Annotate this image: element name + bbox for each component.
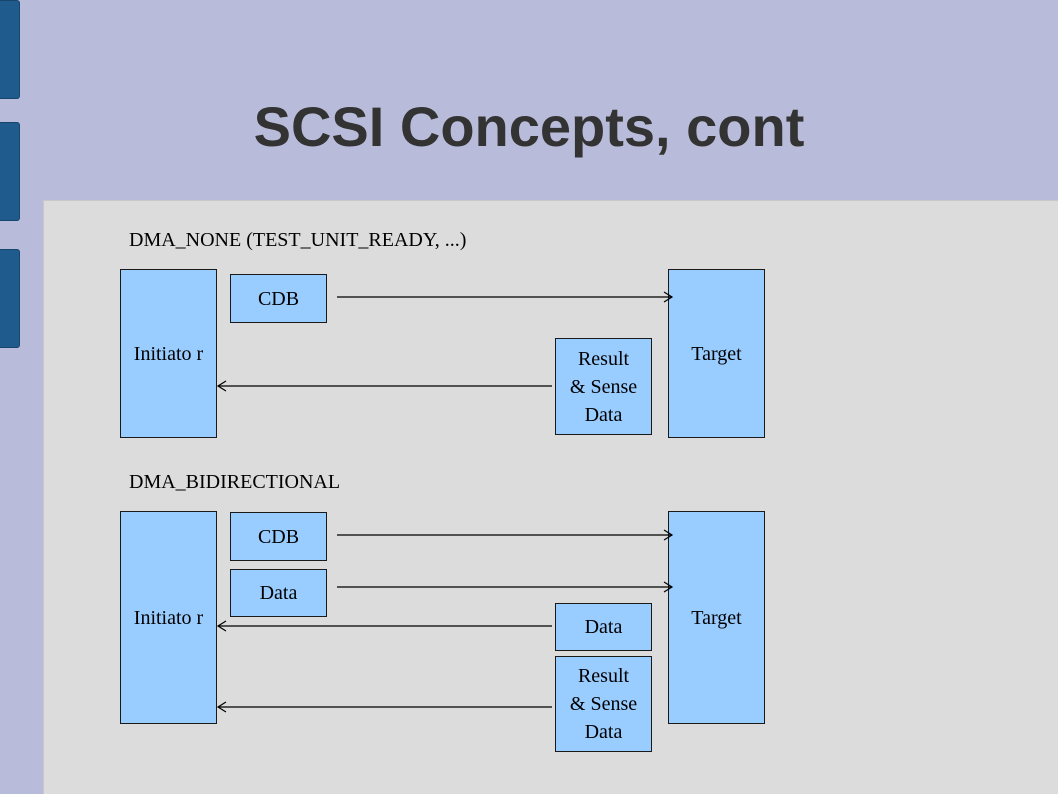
cdb-label-2: CDB [257, 525, 300, 548]
slide-title: SCSI Concepts, cont [253, 95, 805, 158]
data-out-box: Data [230, 569, 327, 617]
cdb-box-2: CDB [230, 512, 327, 561]
initiator-label-1: Initiato r [133, 342, 204, 365]
result-box-1: Result & Sense Data [555, 338, 652, 435]
arrowhead-cdb-to-target-2 [663, 529, 674, 541]
slide-tab-2 [0, 122, 20, 221]
data-in-label: Data [584, 616, 623, 638]
arrowhead-cdb-to-target-1 [663, 291, 674, 303]
data-in-box: Data [555, 603, 652, 651]
result-box-2: Result & Sense Data [555, 656, 652, 752]
result-label-2: Result & Sense Data [569, 665, 638, 743]
target-box-1: Target [668, 269, 765, 438]
result-label-1: Result & Sense Data [569, 347, 638, 426]
arrowhead-result-to-initiator-1 [216, 380, 227, 392]
cdb-label-1: CDB [257, 287, 300, 310]
arrowhead-result-to-initiator-2 [216, 701, 227, 713]
dma-bidirectional-label: DMA_BIDIRECTIONAL [129, 471, 341, 493]
initiator-box-1: Initiato r [120, 269, 217, 438]
dma-none-label: DMA_NONE (TEST_UNIT_READY, ...) [129, 229, 467, 251]
arrowhead-data-to-initiator [216, 620, 227, 632]
initiator-label-2: Initiato r [133, 606, 204, 629]
data-out-label: Data [259, 582, 298, 604]
cdb-box-1: CDB [230, 274, 327, 323]
target-label-2: Target [691, 606, 742, 629]
target-label-1: Target [691, 342, 742, 365]
arrowhead-data-to-target [663, 581, 674, 593]
initiator-box-2: Initiato r [120, 511, 217, 724]
slide-tab-3 [0, 249, 20, 348]
target-box-2: Target [668, 511, 765, 724]
slide-tab-1 [0, 0, 20, 99]
